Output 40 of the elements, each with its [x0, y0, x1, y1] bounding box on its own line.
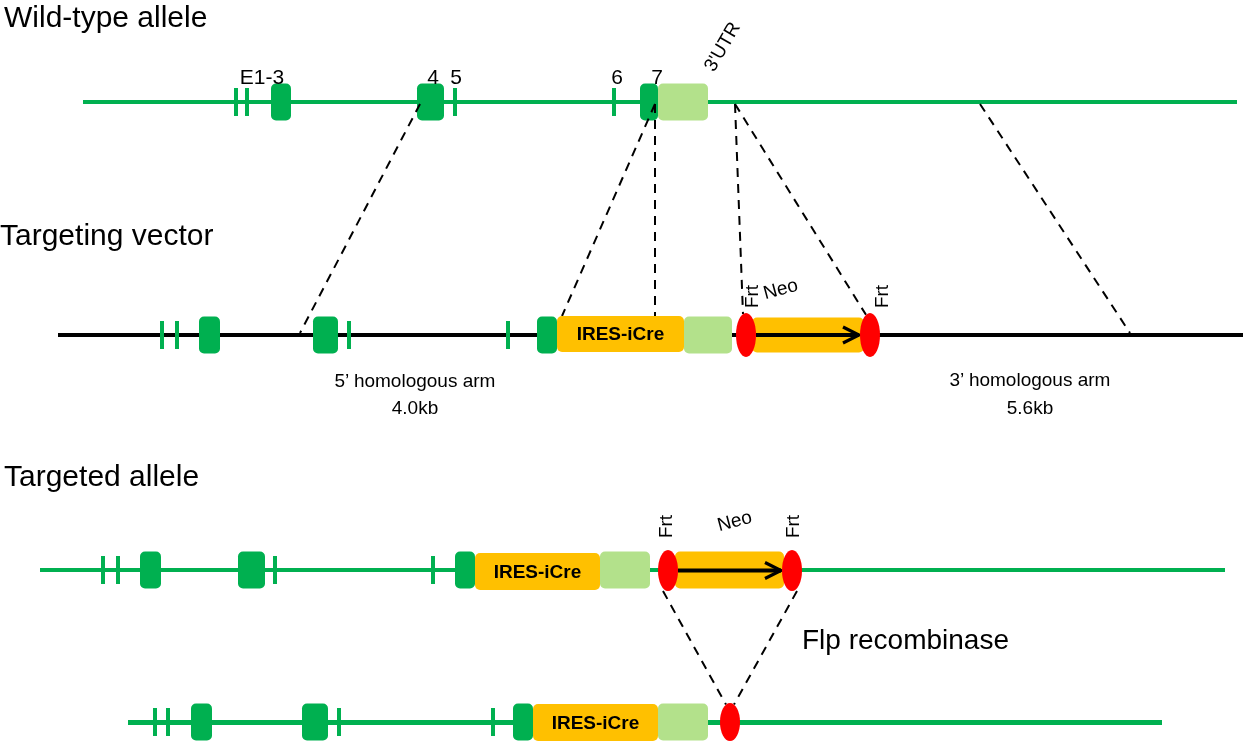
- arm-label: 4.0kb: [391, 398, 439, 417]
- dashed-connector: [654, 103, 656, 317]
- dashed-connector: [299, 103, 421, 334]
- section-heading: Targeted allele: [4, 461, 200, 491]
- dashed-connector: [733, 590, 798, 706]
- cassette-label: IRES-iCre: [551, 711, 640, 734]
- section-heading: Wild-type allele: [4, 2, 208, 32]
- cassette-box: [475, 553, 600, 590]
- neo-label: Neo: [760, 274, 800, 302]
- frt-site: [782, 550, 802, 591]
- orientation-arrow: [756, 325, 861, 345]
- orientation-arrow: [678, 560, 783, 581]
- cassette-box: [557, 316, 684, 352]
- dashed-connector: [662, 590, 727, 706]
- exon-label: 4: [427, 66, 439, 87]
- frt-label: Frt: [656, 514, 676, 538]
- frt-site: [658, 550, 678, 591]
- arm-label: 3’ homologous arm: [949, 370, 1111, 389]
- cassette-label: IRES-iCre: [576, 323, 665, 345]
- section-heading: Targeting vector: [0, 220, 214, 250]
- frt-label: Frt: [742, 284, 762, 308]
- dashed-connector: [734, 103, 744, 315]
- annotation-text: Flp recombinase: [802, 626, 1009, 654]
- exon-label: 7: [651, 66, 663, 87]
- arm-label: 5’ homologous arm: [334, 371, 496, 390]
- arm-label: 5.6kb: [1006, 398, 1054, 417]
- dashed-connector: [734, 103, 867, 316]
- frt-label: Frt: [783, 514, 803, 538]
- cassette-box: [533, 704, 658, 741]
- exon-label: 5: [450, 66, 462, 87]
- frt-site: [860, 313, 880, 357]
- exon-label: E1-3: [239, 66, 285, 87]
- frt-label: Frt: [872, 284, 892, 308]
- neo-label: Neo: [714, 506, 754, 534]
- frt-site: [720, 703, 740, 741]
- cassette-label: IRES-iCre: [493, 560, 582, 583]
- dashed-connector: [979, 103, 1131, 334]
- exon-label: 6: [611, 66, 623, 87]
- dashed-connector: [561, 103, 656, 317]
- frt-site: [736, 313, 756, 357]
